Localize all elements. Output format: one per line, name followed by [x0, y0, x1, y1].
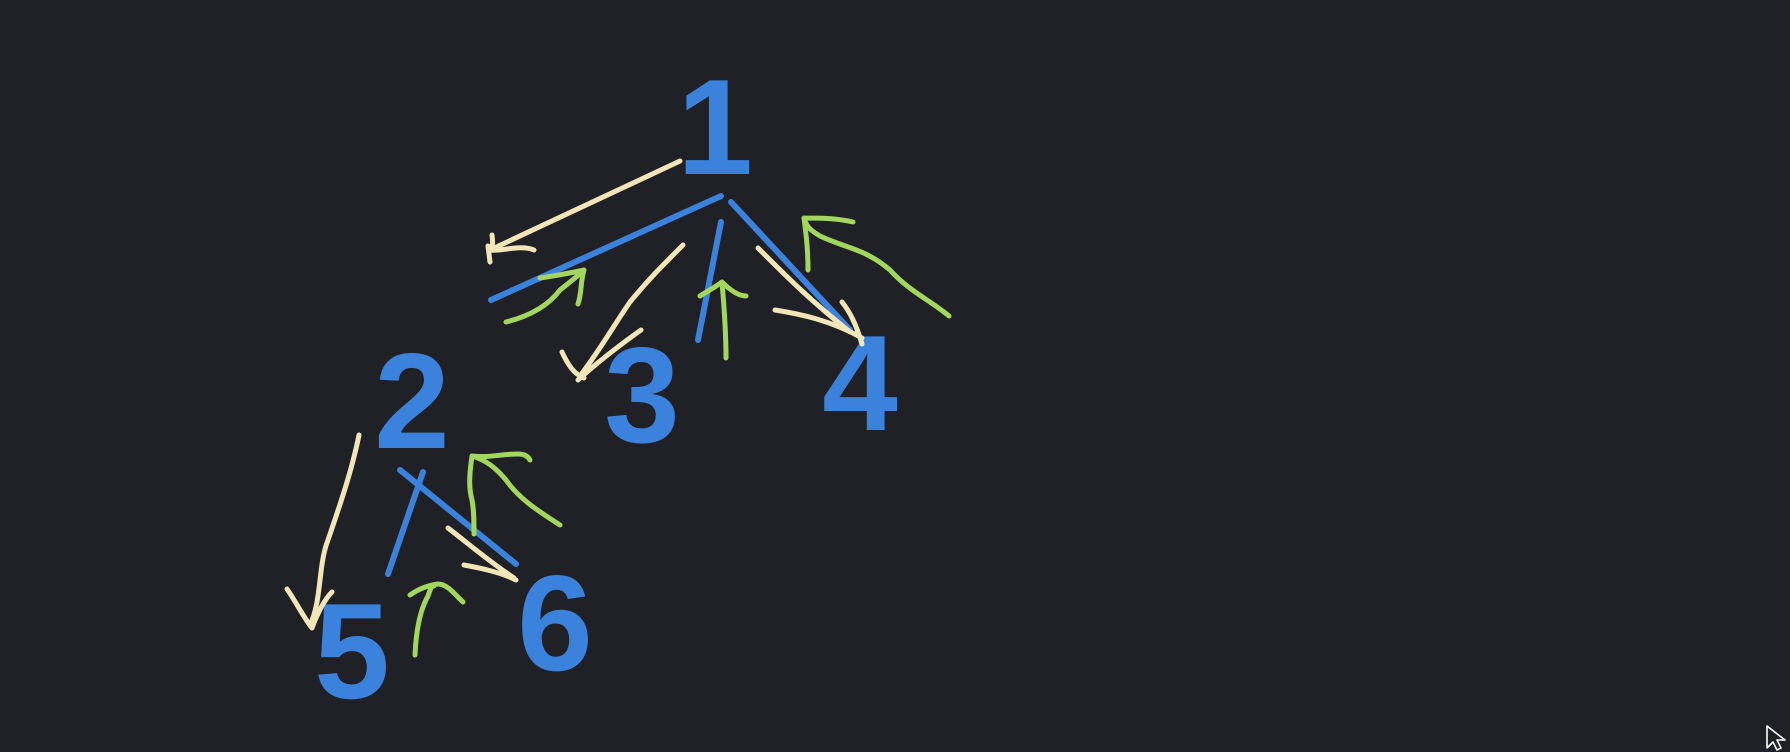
edge-2-5: [385, 469, 426, 577]
ascend-arrow-5-to-2: [407, 581, 466, 658]
edge-1-3: [695, 219, 724, 343]
ascend-arrow-3-to-1: [697, 279, 749, 361]
ascend-arrows: [407, 215, 952, 658]
ascend-arrow-6-to-2: [467, 451, 563, 537]
edge-1-4: [728, 199, 853, 333]
descend-arrow-1-to-3: [559, 242, 686, 383]
descend-arrow-1-to-2: [485, 158, 683, 265]
tree-nodes: 1 2 3 4 5 6: [314, 51, 898, 727]
node-3: 3: [604, 319, 680, 471]
edge-2-6: [397, 467, 519, 567]
ascend-arrow-4-to-1: [801, 215, 952, 319]
node-6: 6: [517, 547, 593, 699]
node-2: 2: [374, 325, 450, 477]
ascend-arrow-2-to-1: [503, 267, 587, 325]
descend-arrow-2-to-5: [284, 432, 362, 631]
edge-1-2: [488, 193, 724, 303]
descend-arrow-1-to-4: [755, 245, 865, 347]
node-4: 4: [822, 307, 898, 459]
pointer-arrow-icon: [1766, 725, 1786, 751]
descend-arrows: [284, 158, 865, 631]
node-1: 1: [677, 51, 753, 203]
descend-arrow-2-to-6: [445, 525, 519, 583]
tree-edges: [385, 193, 853, 577]
